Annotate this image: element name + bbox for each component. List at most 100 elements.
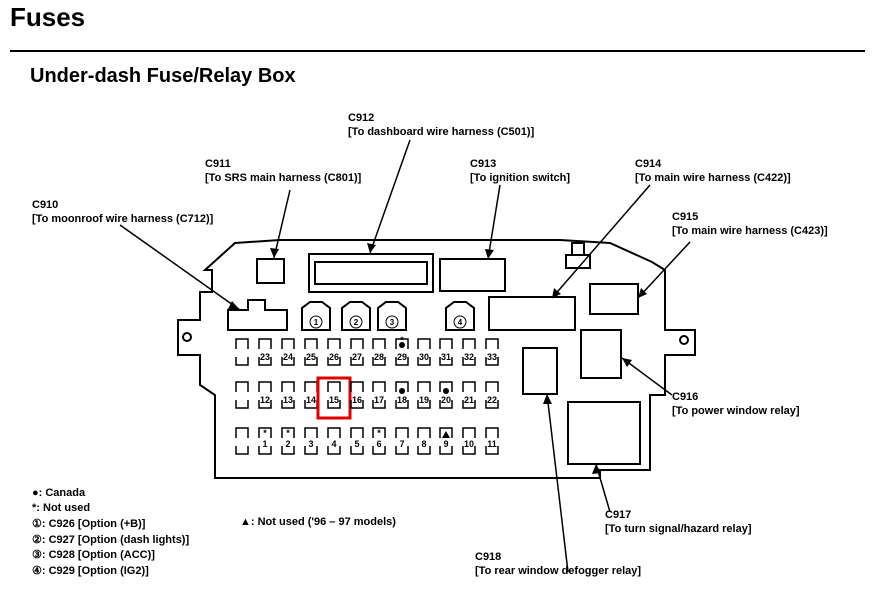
connector-c911 [256, 258, 285, 284]
arrow-c912 [367, 243, 376, 253]
arrow-c916 [622, 358, 632, 367]
c913-desc: [To ignition switch] [470, 172, 570, 184]
fuse-slot [417, 381, 431, 392]
c915-desc: [To main wire harness (C423)] [672, 225, 828, 237]
label-c911: C911 [To SRS main harness (C801)] [205, 157, 361, 185]
c917-desc: [To turn signal/hazard relay] [605, 523, 752, 535]
fuse-label: 24 [283, 352, 293, 362]
fuse-slot [485, 446, 499, 455]
fuse-slot [395, 446, 409, 455]
fuse-label: 17 [374, 395, 384, 405]
leader-c913 [487, 184, 501, 260]
label-c916: C916 [To power window relay] [672, 390, 800, 418]
fuse-slot-blank [235, 381, 249, 392]
fuse-slot [417, 400, 431, 409]
fuse-slot [439, 338, 453, 349]
fuse-slot [258, 338, 272, 349]
fuse-slot [327, 338, 341, 349]
fuse-slot [417, 427, 431, 438]
connector-c913 [439, 258, 506, 292]
relay-c916 [580, 329, 622, 379]
fuse-label: 29 [397, 352, 407, 362]
fuse-label: 20 [441, 395, 451, 405]
fuse-label: 25 [306, 352, 316, 362]
socket-number-circle [385, 315, 399, 329]
fuse-slot [372, 381, 386, 392]
fuse-slot [372, 427, 386, 438]
c910-desc: [To moonroof wire harness (C712)] [32, 213, 214, 225]
fuse-slot [304, 427, 318, 438]
c918-desc: [To rear window defogger relay] [475, 565, 642, 577]
fuse-slot [304, 446, 318, 455]
fuse-slot [439, 357, 453, 366]
leader-c918 [546, 393, 569, 573]
fuse-slot [372, 357, 386, 366]
arrow-c917 [592, 464, 601, 474]
legend-option-3: ③: C928 [Option (ACC)] [32, 549, 155, 561]
fuse-slot [395, 400, 409, 409]
fuse-slot [417, 446, 431, 455]
fuse-label: 23 [260, 352, 270, 362]
leader-c916 [621, 357, 673, 396]
tab-base [565, 254, 591, 269]
fuse-slot [350, 381, 364, 392]
fuse-label: 19 [419, 395, 429, 405]
fuse-slot [462, 357, 476, 366]
label-c910: C910 [To moonroof wire harness (C712)] [32, 198, 213, 226]
fuse-slot [350, 427, 364, 438]
page-title: Fuses [10, 2, 86, 32]
label-c915: C915 [To main wire harness (C423)] [672, 210, 828, 238]
fuse-slot [485, 357, 499, 366]
socket-number-circle [453, 315, 467, 329]
leader-c911 [273, 189, 291, 259]
fuse-slot [417, 338, 431, 349]
fuse-slot [439, 381, 453, 392]
c911-code: C911 [205, 158, 231, 170]
fuse-slot [439, 400, 453, 409]
c914-code: C914 [635, 158, 662, 170]
label-c918: C918 [To rear window defogger relay] [475, 550, 641, 578]
socket-number-circle [349, 315, 363, 329]
fuse-label: 8 [421, 439, 426, 449]
title-divider [10, 50, 865, 52]
fuse-label: 2 [285, 439, 290, 449]
fuse-slot [485, 338, 499, 349]
connector-c912-inner [314, 261, 428, 285]
socket-number: 4 [458, 318, 463, 327]
section-title: Under-dash Fuse/Relay Box [30, 65, 296, 87]
note-not-used-models: ▲: Not used ('96 – 97 models) [240, 516, 396, 528]
c913-code: C913 [470, 158, 497, 170]
arrow-c911 [270, 248, 279, 258]
fuse-slot [395, 357, 409, 366]
fuse-label: 7 [399, 439, 404, 449]
fuse-slot [327, 400, 341, 409]
fuse-slot [462, 446, 476, 455]
fuse-slot [258, 381, 272, 392]
fuse-slot [258, 446, 272, 455]
fuse-slot [281, 381, 295, 392]
arrow-c913 [485, 249, 494, 259]
fuse-slot [304, 338, 318, 349]
fuse-label: 32 [464, 352, 474, 362]
fuse-slot [372, 446, 386, 455]
fuse-slot [439, 446, 453, 455]
fuse-slot [485, 381, 499, 392]
not-used-marker: * [377, 428, 381, 438]
legend-option-4: ④: C929 [Option (IG2)] [32, 565, 149, 577]
connector-c912 [308, 253, 434, 293]
fuse-slot [372, 338, 386, 349]
fuse-highlight [316, 376, 352, 420]
c914-desc: [To main wire harness (C422)] [635, 172, 791, 184]
fuse-slot [395, 338, 409, 349]
fuse-label: 12 [260, 395, 270, 405]
fuse-slot [304, 381, 318, 392]
fuse-slot-blank [235, 446, 249, 455]
legend-option-2: ②: C927 [Option (dash lights)] [32, 534, 190, 546]
fuse-label: 3 [308, 439, 313, 449]
fuse-slot [395, 427, 409, 438]
fuse-label: 10 [464, 439, 474, 449]
fuse-label: 30 [419, 352, 429, 362]
fuse-slot [350, 357, 364, 366]
c917-code: C917 [605, 509, 632, 521]
fuse-label: 5 [354, 439, 359, 449]
